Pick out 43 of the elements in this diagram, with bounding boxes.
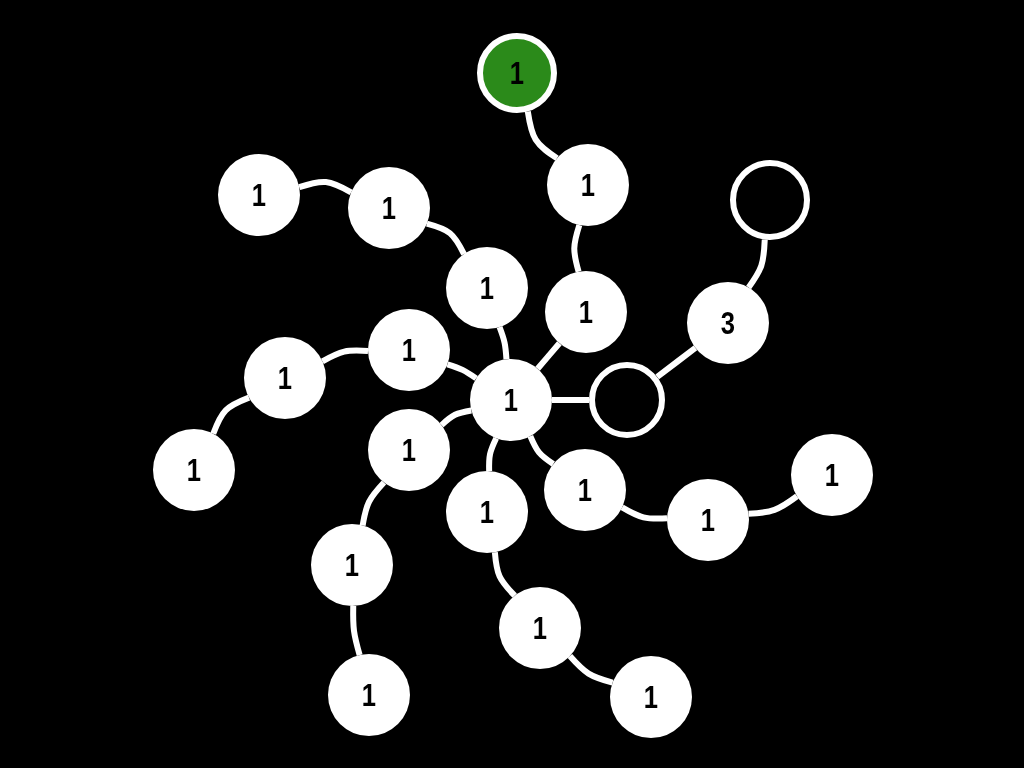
connector-line: [491, 552, 517, 598]
connector-line: [746, 239, 768, 290]
node-number: 1: [344, 549, 360, 581]
node-number: 1: [503, 384, 519, 416]
connector-line: [350, 605, 363, 656]
connector-line: [439, 407, 472, 428]
node-number: 1: [361, 679, 377, 711]
node-number: 1: [381, 192, 397, 224]
node-number: 1: [824, 459, 840, 491]
connector-line: [321, 347, 369, 364]
connector-line: [567, 654, 614, 686]
number-circle: [499, 587, 581, 669]
node-number: 1: [577, 474, 593, 506]
connector-line: [620, 504, 668, 522]
node-number: 1: [401, 334, 417, 366]
connector-line: [359, 480, 387, 526]
connector-line: [571, 224, 583, 273]
node-number: 1: [277, 362, 293, 394]
connector-line: [748, 493, 799, 517]
node-number: 1: [251, 179, 267, 211]
connector-line: [552, 397, 589, 403]
node-number: 1: [479, 272, 495, 304]
connector-line: [298, 178, 353, 195]
connector-line: [524, 111, 559, 161]
connector-line: [210, 394, 251, 435]
node-number: 1: [700, 504, 716, 536]
connector-line: [426, 220, 467, 256]
connector-line: [446, 361, 478, 381]
node-number: 3: [720, 307, 736, 339]
node-number: 1: [580, 169, 596, 201]
node-number: 1: [643, 681, 659, 713]
connector-line: [496, 326, 510, 360]
node-number: 1: [401, 434, 417, 466]
connector-line: [527, 435, 555, 467]
node-number: 1: [532, 612, 548, 644]
node-number: 1: [578, 296, 594, 328]
connector-line: [535, 341, 562, 371]
node-number: 1: [186, 454, 202, 486]
number-circle: [470, 359, 552, 441]
connector-line: [655, 345, 698, 380]
node-number: 1: [479, 496, 495, 528]
connector-line: [486, 436, 499, 472]
node-number: 1: [509, 57, 525, 89]
